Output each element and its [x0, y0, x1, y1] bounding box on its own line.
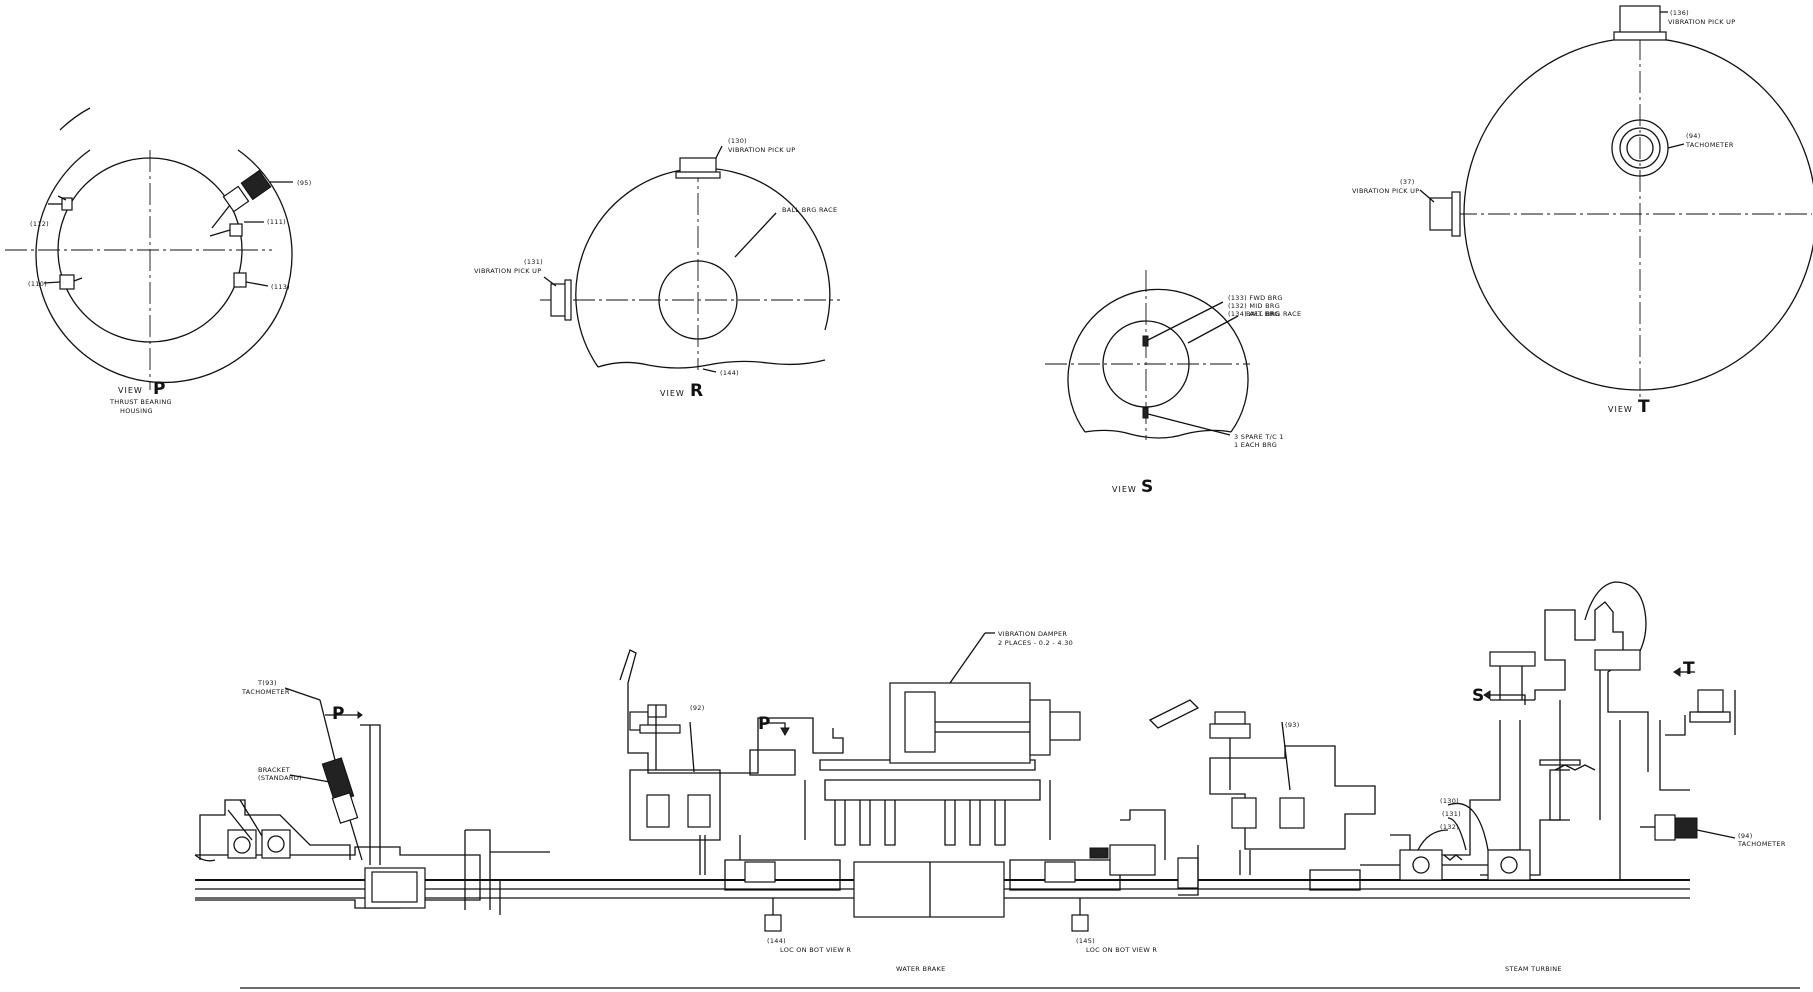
ball-brg-race-s-label: BALL BRG RACE — [1246, 310, 1301, 318]
callout-37-text: VIBRATION PICK UP — [1352, 187, 1419, 195]
view-p-caption-1: THRUST BEARING — [109, 398, 172, 406]
view-s-label: VIEW — [1112, 485, 1137, 494]
view-r: (130) VIBRATION PICK UP (131) VIBRATION … — [474, 137, 840, 401]
vibration-pickup-37 — [1429, 197, 1455, 231]
callout-93-tach: T(93) — [257, 679, 277, 687]
sensor-95 — [211, 169, 272, 229]
vibration-pickup-136 — [1619, 5, 1661, 37]
callout-93-tach-text: TACHOMETER — [241, 688, 290, 696]
section-arrow-p-mid: P — [758, 714, 770, 734]
callout-93: (93) — [1285, 721, 1300, 729]
view-t: (136) VIBRATION PICK UP (94) TACHOMETER … — [1352, 5, 1813, 417]
damper-label-1: VIBRATION DAMPER — [998, 630, 1067, 638]
note-each-brg: 1 EACH BRG — [1234, 441, 1277, 449]
callout-132-asm: (132) — [1440, 823, 1459, 831]
section-arrow-t: T — [1683, 659, 1695, 679]
steam-turbine — [1424, 581, 1690, 881]
view-p: (95) (111) (112) (110) (113) VIEW P THRU… — [5, 107, 312, 415]
callout-95: (95) — [297, 179, 312, 187]
thermocouple-132-134 — [1142, 335, 1149, 347]
damper-label-2: 2 PLACES - 0.2 - 4.30 — [998, 639, 1073, 647]
callout-37: (37) — [1400, 178, 1415, 186]
callout-144-r: (144) — [720, 369, 739, 377]
note-spare-tc: 3 SPARE T/C 1 — [1234, 433, 1284, 441]
assembly-section: (92) VIBRATION DAMPER 2 PLACES - — [194, 581, 1800, 989]
bearing-housing-93 — [1148, 699, 1376, 875]
callout-133: (133) FWD BRG — [1228, 294, 1283, 302]
water-brake — [724, 759, 1121, 918]
callout-94-asm-text: TACHOMETER — [1737, 840, 1786, 848]
sensor-110 — [59, 274, 83, 290]
sensor-113 — [233, 272, 247, 288]
section-arrow-s: S — [1472, 686, 1484, 706]
section-arrow-p-left: P — [332, 704, 344, 724]
view-r-letter: R — [690, 381, 703, 401]
sensor-111 — [209, 223, 243, 237]
view-r-label: VIEW — [660, 389, 685, 398]
callout-132: (132) MID BRG — [1228, 302, 1280, 310]
tachometer-94-asm — [1640, 814, 1736, 841]
pickup-145 — [1071, 914, 1089, 932]
turbine-fwd-bearing — [1399, 849, 1443, 881]
bracket-label-1: BRACKET — [258, 766, 290, 774]
callout-111: (111) — [267, 218, 286, 226]
callout-110: (110) — [28, 280, 47, 288]
view-s: (133) FWD BRG (132) MID BRG (134) AFT BR… — [1045, 270, 1301, 497]
label-steam-turbine: STEAM TURBINE — [1505, 965, 1562, 973]
view-p-letter: P — [153, 379, 165, 399]
turbine-aft-bearing — [1487, 849, 1531, 881]
label-water-brake: WATER BRAKE — [896, 965, 946, 973]
callout-130-text: VIBRATION PICK UP — [728, 146, 795, 154]
pickup-144 — [764, 914, 782, 932]
vibration-damper — [889, 632, 1081, 764]
callout-136: (136) — [1670, 9, 1689, 17]
callout-94-asm: (94) — [1738, 832, 1753, 840]
callout-131-text: VIBRATION PICK UP — [474, 267, 541, 275]
callout-113: (113) — [271, 283, 290, 291]
callout-112: (112) — [30, 220, 49, 228]
view-t-label: VIEW — [1608, 405, 1633, 414]
tachometer-93 — [319, 699, 363, 861]
callout-131-asm: (131) — [1442, 810, 1461, 818]
callout-131: (131) — [524, 258, 543, 266]
callout-94-t: (94) — [1686, 132, 1701, 140]
callout-144-asm-text: LOC ON BOT VIEW R — [780, 946, 851, 954]
bracket-label-2: (STANDARD) — [258, 774, 302, 782]
callout-145-asm: (145) — [1076, 937, 1095, 945]
view-p-caption-2: HOUSING — [120, 407, 153, 415]
callout-136-text: VIBRATION PICK UP — [1668, 18, 1735, 26]
bearing-housing-92 — [619, 649, 844, 875]
callout-92: (92) — [690, 704, 705, 712]
callout-94-t-text: TACHOMETER — [1685, 141, 1734, 149]
callout-130: (130) — [728, 137, 747, 145]
callout-144-asm: (144) — [767, 937, 786, 945]
callout-134: (134) AFT BRG — [1228, 310, 1280, 318]
callout-145-asm-text: LOC ON BOT VIEW R — [1086, 946, 1157, 954]
view-s-letter: S — [1141, 477, 1153, 497]
callout-130-asm: (130) — [1440, 797, 1459, 805]
view-p-label: VIEW — [118, 386, 143, 395]
sensor-112 — [48, 197, 73, 211]
ball-brg-race-r: BALL BRG RACE — [782, 206, 837, 214]
view-t-letter: T — [1638, 397, 1650, 417]
